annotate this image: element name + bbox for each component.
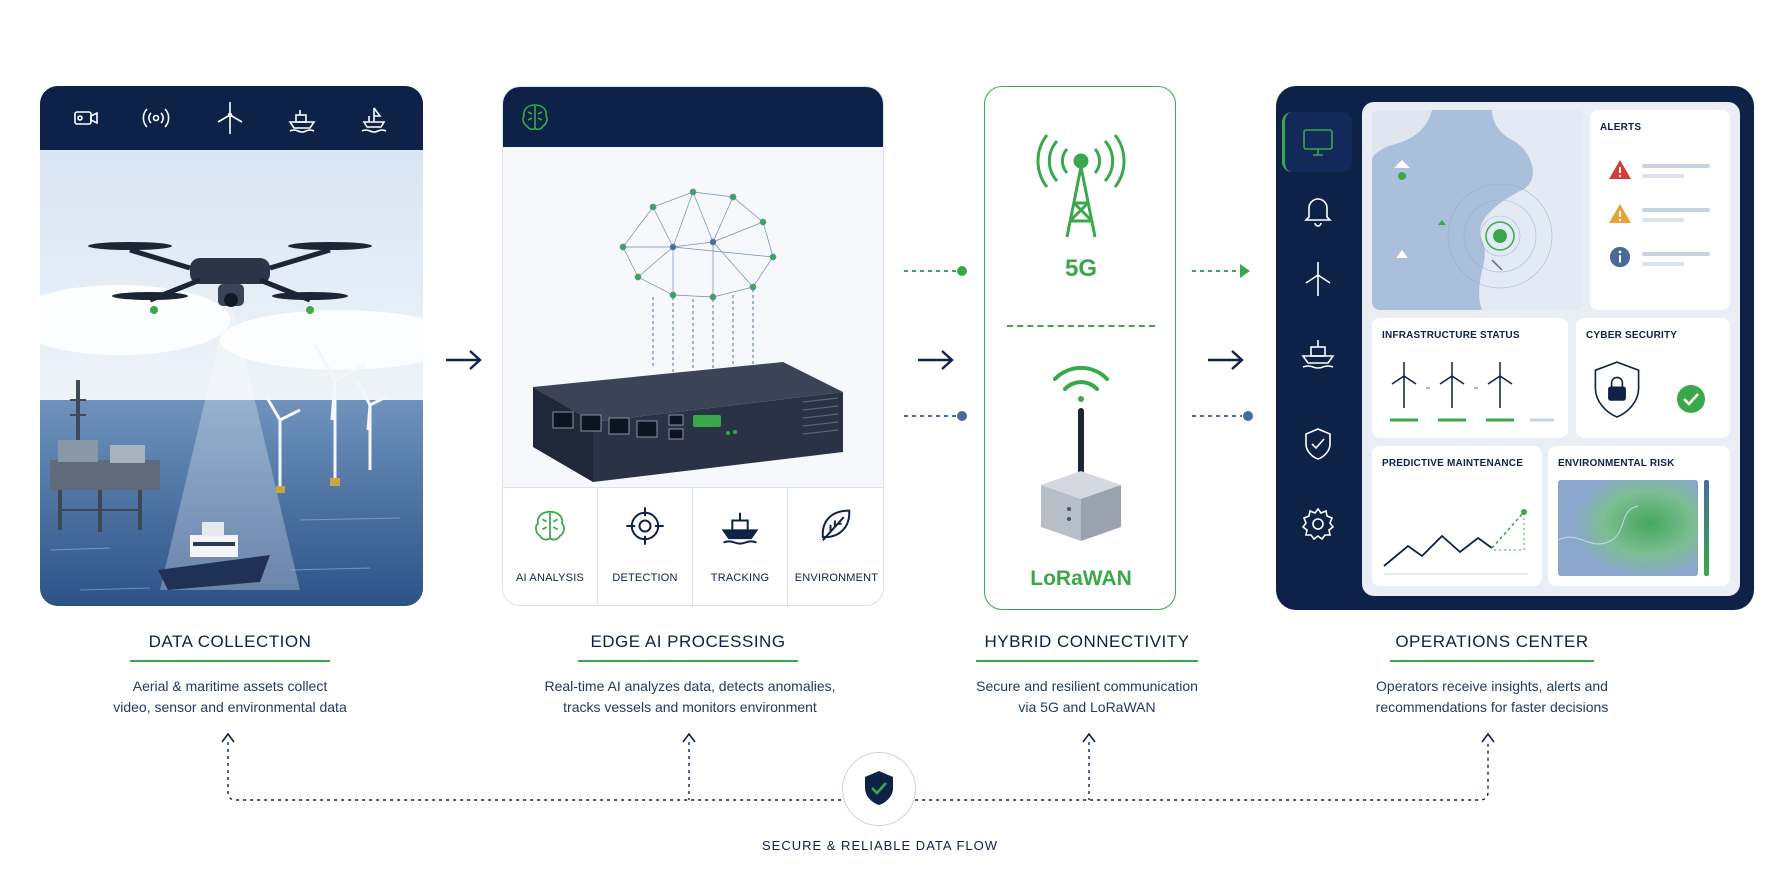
data-collection-icon-bar: [40, 86, 423, 150]
alerts-panel[interactable]: ALERTS: [1590, 110, 1730, 310]
edge-ai-card: AI ANALYSIS DETECTION TRACKING ENVIRONME…: [502, 86, 884, 606]
cyber-security-title: CYBER SECURITY: [1586, 330, 1678, 341]
connectivity-output-links: [1192, 264, 1253, 421]
target-icon: [626, 507, 664, 545]
environmental-risk-title: ENVIRONMENTAL RISK: [1558, 458, 1675, 469]
alert-row-1-bar-short: [1642, 174, 1684, 178]
predictive-maintenance-title: PREDICTIVE MAINTENANCE: [1382, 458, 1524, 469]
flow-arrow-2: [918, 350, 954, 370]
lorawan-signal-icon: [1053, 365, 1109, 402]
cyber-security-panel[interactable]: CYBER SECURITY: [1576, 318, 1730, 438]
alert-row-1-bar: [1642, 164, 1710, 168]
cell-tower-icon: [1036, 134, 1126, 238]
environmental-risk-scale: [1704, 480, 1709, 576]
map-illustration: [1372, 110, 1582, 310]
data-collection-card: [40, 86, 423, 606]
wind-turbine-icon[interactable]: [1298, 258, 1338, 298]
title-underline: [130, 660, 330, 662]
sidebar-active-indicator: [1282, 112, 1352, 172]
wind-turbine-icon: [212, 100, 248, 136]
alert-warning-icon: [1609, 204, 1631, 223]
edge-ai-tiles: AI ANALYSIS DETECTION TRACKING ENVIRONME…: [503, 487, 883, 605]
stage-description-connectivity: Secure and resilient communication via 5…: [976, 678, 1198, 715]
shield-lock-icon: [1594, 361, 1640, 418]
vessel-icon: [286, 102, 318, 134]
environmental-risk-panel[interactable]: ENVIRONMENTAL RISK: [1548, 446, 1730, 586]
tile-ai-analysis: AI ANALYSIS: [503, 488, 598, 605]
brain-icon: [535, 510, 565, 541]
infrastructure-status-title: INFRASTRUCTURE STATUS: [1382, 330, 1520, 341]
map-panel[interactable]: [1372, 110, 1582, 310]
dashboard-sidebar: [1276, 86, 1362, 610]
ship-icon[interactable]: [1298, 332, 1338, 372]
camera-icon: [70, 102, 102, 134]
dashboard-content: ALERTS INFRASTRUCTURE STATUS: [1362, 102, 1740, 596]
flow-arrow-3: [1208, 350, 1244, 370]
maintenance-trend-line: [1383, 509, 1528, 575]
monitor-icon[interactable]: [1298, 122, 1338, 162]
lorawan-gateway-device: [1041, 408, 1121, 541]
stage-title-data-collection: DATA COLLECTION: [130, 632, 330, 662]
shield-check-icon[interactable]: [1298, 424, 1338, 464]
alert-row-2-bar: [1642, 208, 1710, 212]
predictive-maintenance-panel[interactable]: PREDICTIVE MAINTENANCE: [1372, 446, 1542, 586]
tile-detection: DETECTION: [598, 488, 693, 605]
lorawan-label: LoRaWAN: [1030, 567, 1132, 590]
flow-arrow-1: [446, 350, 482, 370]
ship-icon: [721, 512, 759, 545]
edge-device-illustration: [503, 147, 883, 487]
alert-row-3-bar: [1642, 252, 1710, 256]
leaf-icon: [821, 509, 851, 541]
stage-title-edge-ai: EDGE AI PROCESSING: [578, 632, 798, 662]
stage-title-operations: OPERATIONS CENTER: [1390, 632, 1594, 662]
secure-data-flow-lines: [221, 732, 1495, 801]
secure-flow-badge: [842, 752, 916, 826]
brain-icon: [517, 99, 553, 135]
tile-label-ai-analysis: AI ANALYSIS: [515, 572, 585, 584]
stage-description-edge-ai: Real-time AI analyzes data, detects anom…: [544, 678, 836, 715]
alerts-title: ALERTS: [1600, 122, 1642, 133]
title-underline: [976, 660, 1198, 662]
alert-critical-icon: [1609, 160, 1631, 179]
alert-row-3-bar-short: [1642, 262, 1684, 266]
operations-dashboard: ALERTS INFRASTRUCTURE STATUS: [1276, 86, 1754, 610]
alert-row-2-bar-short: [1642, 218, 1684, 222]
secure-flow-label: SECURE & RELIABLE DATA FLOW: [761, 838, 998, 853]
tile-label-detection: DETECTION: [612, 572, 678, 584]
turbine-status-icons: [1390, 362, 1554, 422]
edge-ai-header: [503, 87, 883, 147]
shield-check-icon: [865, 771, 893, 805]
sensor-signal-icon: [140, 102, 172, 134]
fiveg-label: 5G: [1064, 255, 1097, 282]
stage-description-data-collection: Aerial & maritime assets collect video, …: [113, 678, 347, 715]
tile-environment: ENVIRONMENT: [788, 488, 883, 605]
bell-icon[interactable]: [1298, 190, 1338, 230]
alert-info-icon: [1609, 246, 1631, 268]
tile-label-tracking: TRACKING: [710, 572, 770, 584]
offshore-platform-icon: [358, 102, 390, 134]
connectivity-card: 5G LoRaWAN: [984, 86, 1176, 610]
stage-title-connectivity: HYBRID CONNECTIVITY: [976, 632, 1198, 662]
title-underline: [578, 660, 798, 662]
title-underline: [1390, 660, 1594, 662]
status-ok-icon: [1677, 385, 1705, 413]
infrastructure-status-panel[interactable]: INFRASTRUCTURE STATUS: [1372, 318, 1568, 438]
connectivity-input-links: [904, 266, 967, 421]
connectivity-divider: [1007, 325, 1155, 327]
stage-description-operations: Operators receive insights, alerts and r…: [1375, 678, 1609, 715]
tile-tracking: TRACKING: [693, 488, 788, 605]
tile-label-environment: ENVIRONMENT: [794, 572, 879, 584]
gear-icon[interactable]: [1298, 504, 1338, 544]
environmental-risk-heatmap: [1558, 480, 1698, 576]
offshore-scene-illustration: [40, 150, 423, 606]
